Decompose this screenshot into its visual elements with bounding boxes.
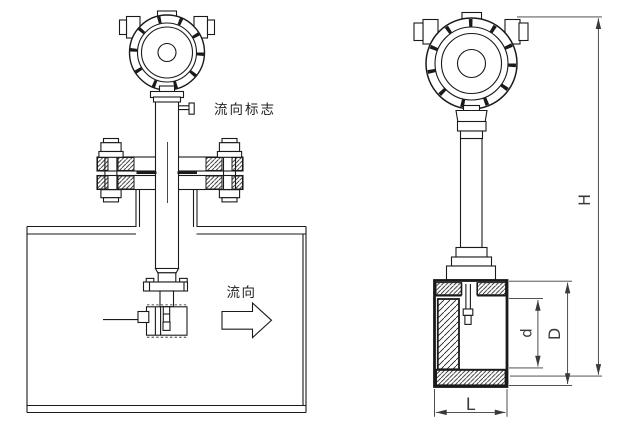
head-cover [128,14,206,91]
flow-direction-label: 流向 [227,285,257,301]
probe-bracket [137,310,150,324]
neck-collar-2 [152,96,182,103]
transmitter-head-right [413,11,529,140]
standpipe-nozzle [135,189,198,227]
dimension-L-label: L [466,395,476,415]
dimension-L: L [434,389,508,417]
dimension-D: D [509,280,572,386]
transmitter-head-left [118,10,216,103]
gasket-left [136,171,157,174]
dimension-d: d [509,298,543,369]
gasket-right [177,171,197,174]
stem-tube-right [459,137,483,249]
mounting-flange [96,137,244,203]
display-center-right [456,48,487,79]
flange-bolt-right [216,137,243,203]
dimension-H-label: H [575,194,594,206]
insertion-probe [103,267,189,338]
head-bezel-notches [130,15,204,90]
sensor-body-section [433,279,509,388]
dimension-D-label: D [545,328,564,340]
head-cover-right [425,17,518,110]
display-center [157,42,177,63]
left-view-installation: 流向标志 流向 [26,10,307,414]
probe-neck [159,290,175,308]
body-left-wall [436,298,460,371]
neck-adapter [455,109,488,123]
pipe-section [26,225,307,414]
dimension-d-label: d [518,328,536,338]
probe-cap-flange [142,281,189,292]
mounting-boss [445,246,497,281]
flow-mark-plug [178,102,195,115]
pipe-top-wall [27,225,306,235]
vortex-sensor-right [462,284,474,325]
flow-direction-arrow-icon [221,301,273,339]
head-bezel-notches-right [427,19,516,108]
right-view-dimensions: d D H L [413,11,602,417]
body-bottom-wall [435,368,507,387]
stem-taper [154,267,180,274]
display-window-right [440,32,503,95]
dimension-H: H [510,16,602,377]
flow-direction-mark-label: 流向标志 [214,102,276,118]
pipe-bottom-wall [27,404,306,414]
display-window [140,26,194,79]
flange-bolt-left [98,137,124,203]
pipe-side-walls [26,226,307,413]
